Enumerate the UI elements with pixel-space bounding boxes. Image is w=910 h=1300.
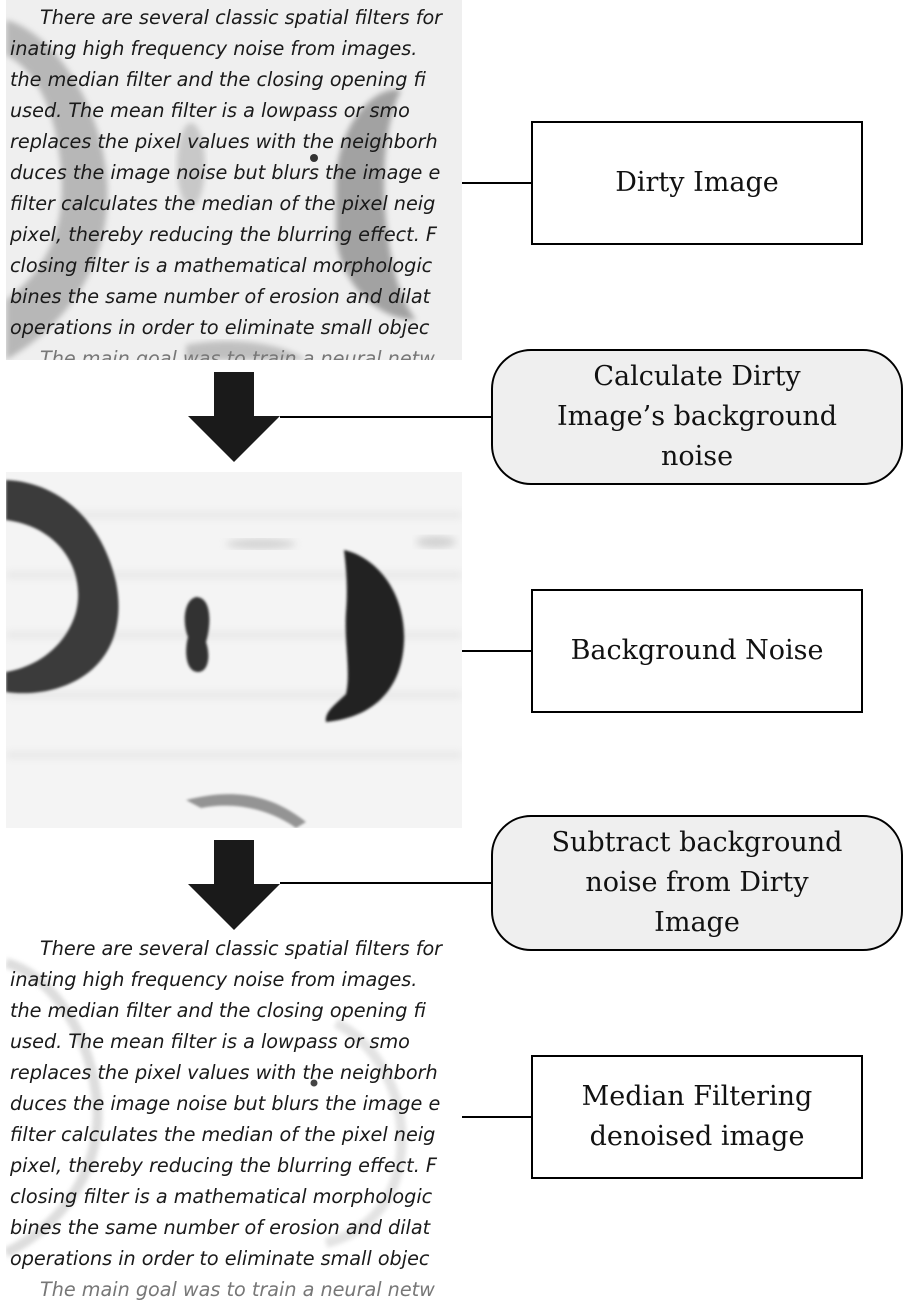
denoised-image-label-box: Median Filtering denoised image: [531, 1055, 863, 1179]
text-line: filter calculates the median of the pixe…: [10, 1123, 436, 1146]
coffee-stain-overlay: [6, 20, 416, 360]
text-line: The main goal was to train a neural netw: [40, 347, 435, 360]
connector-line: [462, 650, 532, 652]
background-noise-panel: [6, 472, 462, 828]
text-line: pixel, thereby reducing the blurring eff…: [10, 1154, 437, 1177]
background-noise-label-box: Background Noise: [531, 589, 863, 713]
denoised-image-label: Median Filtering denoised image: [581, 1081, 813, 1152]
dirty-image-panel: There are several classic spatial filter…: [6, 0, 462, 360]
text-line: There are several classic spatial filter…: [40, 937, 443, 960]
connector-line: [462, 182, 532, 184]
residual-stain-overlay: [6, 958, 407, 1258]
denoised-document-text: There are several classic spatial filter…: [10, 933, 462, 1300]
down-arrow-icon: [188, 840, 280, 930]
text-line: bines the same number of erosion and dil…: [10, 1216, 431, 1239]
down-arrow-icon: [188, 372, 280, 462]
text-line: There are several classic spatial filter…: [40, 6, 443, 29]
text-line: replaces the pixel values with the neigh…: [10, 1061, 438, 1084]
text-line: closing filter is a mathematical morphol…: [10, 1185, 433, 1208]
text-line: bines the same number of erosion and dil…: [10, 285, 431, 308]
text-line: filter calculates the median of the pixe…: [10, 192, 436, 215]
text-line: closing filter is a mathematical morphol…: [10, 254, 433, 277]
background-noise-label: Background Noise: [570, 635, 824, 666]
text-line: The main goal was to train a neural netw: [40, 1278, 435, 1300]
text-line: used. The mean filter is a lowpass or sm…: [10, 1030, 410, 1053]
subtract-noise-step-label: Subtract background noise from Dirty Ima…: [551, 827, 843, 938]
subtract-noise-step-box: Subtract background noise from Dirty Ima…: [491, 815, 903, 951]
text-line: replaces the pixel values with the neigh…: [10, 130, 438, 153]
text-line: operations in order to eliminate small o…: [10, 316, 430, 339]
text-line: inating high frequency noise from images…: [10, 37, 418, 60]
connector-line: [280, 416, 492, 418]
calculate-noise-step-label: Calculate Dirty Image’s background noise: [556, 361, 838, 472]
dirty-document-text: There are several classic spatial filter…: [10, 2, 462, 360]
background-noise-image: [6, 472, 462, 828]
connector-line: [280, 882, 492, 884]
text-line: operations in order to eliminate small o…: [10, 1247, 430, 1270]
text-line: duces the image noise but blurs the imag…: [10, 161, 441, 184]
denoised-image-panel: There are several classic spatial filter…: [6, 933, 462, 1300]
text-line: the median filter and the closing openin…: [10, 999, 426, 1022]
text-line: duces the image noise but blurs the imag…: [10, 1092, 441, 1115]
text-line: inating high frequency noise from images…: [10, 968, 418, 991]
text-line: pixel, thereby reducing the blurring eff…: [10, 223, 437, 246]
text-line: used. The mean filter is a lowpass or sm…: [10, 99, 410, 122]
connector-line: [462, 1116, 532, 1118]
dirty-image-label: Dirty Image: [615, 167, 779, 198]
text-line: the median filter and the closing openin…: [10, 68, 426, 91]
calculate-noise-step-box: Calculate Dirty Image’s background noise: [491, 349, 903, 485]
dirty-image-label-box: Dirty Image: [531, 121, 863, 245]
